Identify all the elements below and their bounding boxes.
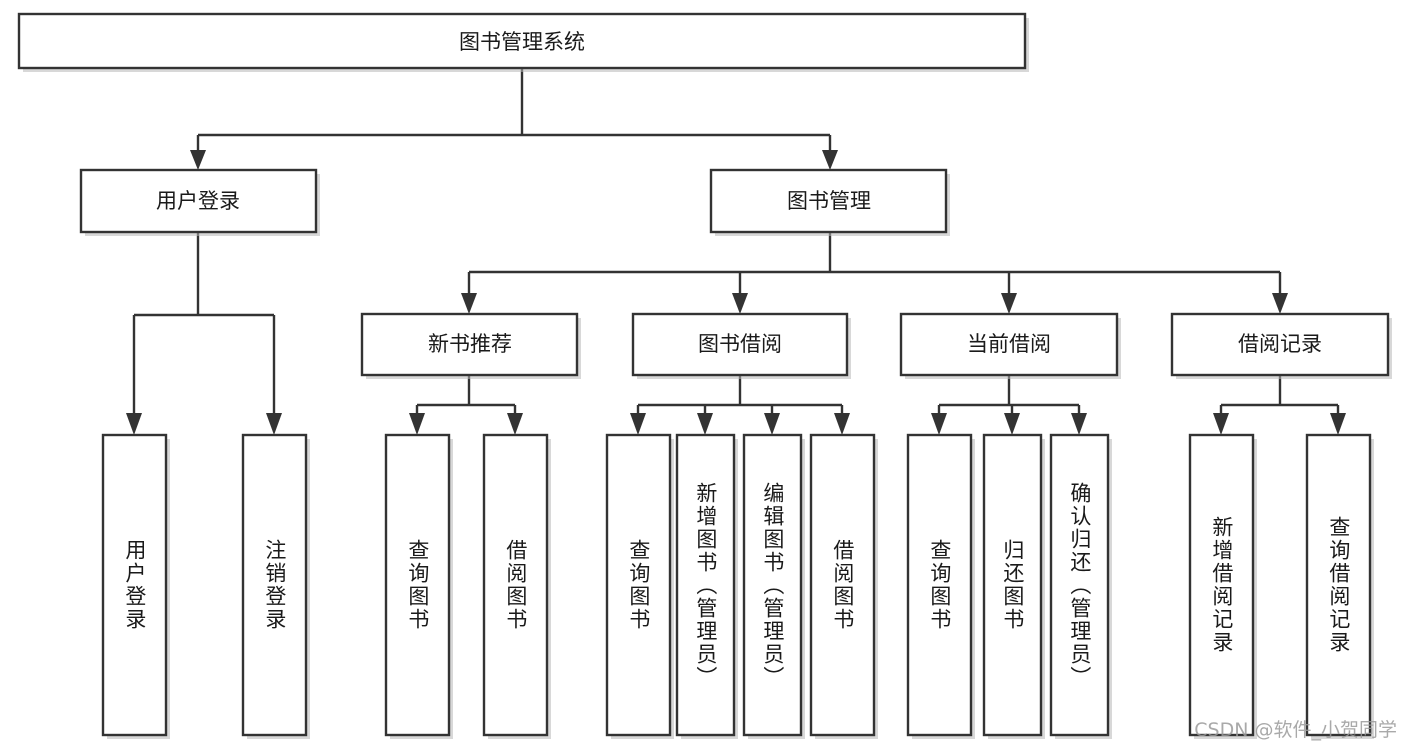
node-new-book-rec-label: 新书推荐 [428, 332, 512, 356]
arrow-head-icon [126, 413, 142, 435]
arrow-head-icon [1330, 413, 1346, 435]
arrow-head-icon [732, 293, 748, 314]
arrow-head-icon [1213, 413, 1229, 435]
leaf-node-add-record[interactable] [1188, 433, 1257, 739]
arrow-head-icon [822, 150, 838, 170]
arrow-head-icon [507, 413, 523, 435]
connector-book-borrow-children [630, 375, 850, 435]
connector-current-borrow-children [931, 375, 1087, 435]
leaf-node-user-login[interactable] [101, 433, 170, 739]
arrow-head-icon [764, 413, 780, 435]
leaf-node-return-book[interactable] [982, 433, 1045, 739]
arrow-head-icon [190, 150, 206, 170]
node-root-label: 图书管理系统 [459, 30, 585, 54]
node-current-borrow[interactable]: 当前借阅 [899, 312, 1121, 379]
leaf-label-confirm-return: 确认归还（管理员） [1067, 481, 1092, 689]
leaf-label-return-book: 归还图书 [1000, 539, 1025, 631]
node-root[interactable]: 图书管理系统 [17, 12, 1029, 72]
node-new-book-rec[interactable]: 新书推荐 [360, 312, 581, 379]
connector-root-to-level2 [190, 68, 838, 170]
leaf-label-user-login: 用户登录 [122, 539, 147, 631]
leaf-node-edit-book[interactable] [742, 433, 805, 739]
node-user-login-label: 用户登录 [156, 189, 240, 213]
node-book-manage-label: 图书管理 [787, 189, 871, 213]
leaf-label-add-book: 新增图书（管理员） [693, 481, 718, 689]
leaf-label-query-book-bw: 查询图书 [626, 539, 651, 631]
leaf-node-add-book[interactable] [675, 433, 738, 739]
nodes-layer: 图书管理系统 用户登录 图书管理 新书推荐 [17, 12, 1392, 739]
arrow-head-icon [697, 413, 713, 435]
connector-user-login-children [126, 232, 282, 435]
node-book-borrow[interactable]: 图书借阅 [631, 312, 851, 379]
arrow-head-icon [1001, 293, 1017, 314]
connector-borrow-record-children [1213, 375, 1346, 435]
leaf-node-query-book-rec[interactable] [384, 433, 453, 739]
leaf-label-user-logout: 注销登录 [262, 539, 287, 631]
leaf-node-query-book-cur[interactable] [906, 433, 975, 739]
leaf-node-confirm-return[interactable] [1049, 433, 1112, 739]
leaf-label-borrow-book-bw: 借阅图书 [830, 539, 855, 631]
leaf-node-query-book-bw[interactable] [605, 433, 674, 739]
arrow-head-icon [266, 413, 282, 435]
leaf-node-borrow-book-bw[interactable] [809, 433, 878, 739]
arrow-head-icon [1272, 293, 1288, 314]
node-user-login[interactable]: 用户登录 [79, 168, 320, 236]
arrow-head-icon [834, 413, 850, 435]
leaf-label-borrow-book-rec: 借阅图书 [503, 539, 528, 631]
leaf-label-query-book-cur: 查询图书 [927, 539, 952, 631]
leaf-node-borrow-book-rec[interactable] [482, 433, 551, 739]
connectors-layer [126, 68, 1346, 435]
arrow-head-icon [461, 293, 477, 314]
leaf-label-query-book-rec: 查询图书 [405, 539, 430, 631]
leaf-node-user-logout[interactable] [241, 433, 310, 739]
leaf-label-query-record: 查询借阅记录 [1326, 516, 1351, 654]
arrow-head-icon [630, 413, 646, 435]
node-book-borrow-label: 图书借阅 [698, 332, 782, 356]
arrow-head-icon [1071, 413, 1087, 435]
node-borrow-record[interactable]: 借阅记录 [1170, 312, 1392, 379]
node-borrow-record-label: 借阅记录 [1238, 332, 1322, 356]
node-current-borrow-label: 当前借阅 [967, 332, 1051, 356]
node-book-manage[interactable]: 图书管理 [709, 168, 950, 236]
connector-new-book-rec-children [409, 375, 523, 435]
connector-book-manage-children [461, 232, 1288, 314]
leaf-node-query-record[interactable] [1305, 433, 1374, 739]
leaf-boxes-layer [101, 433, 1374, 739]
leaf-label-edit-book: 编辑图书（管理员） [760, 481, 785, 689]
arrow-head-icon [1004, 413, 1020, 435]
leaf-label-add-record: 新增借阅记录 [1209, 516, 1234, 654]
csdn-watermark: CSDN @软件_小贺同学 [1194, 719, 1397, 741]
arrow-head-icon [931, 413, 947, 435]
arrow-head-icon [409, 413, 425, 435]
